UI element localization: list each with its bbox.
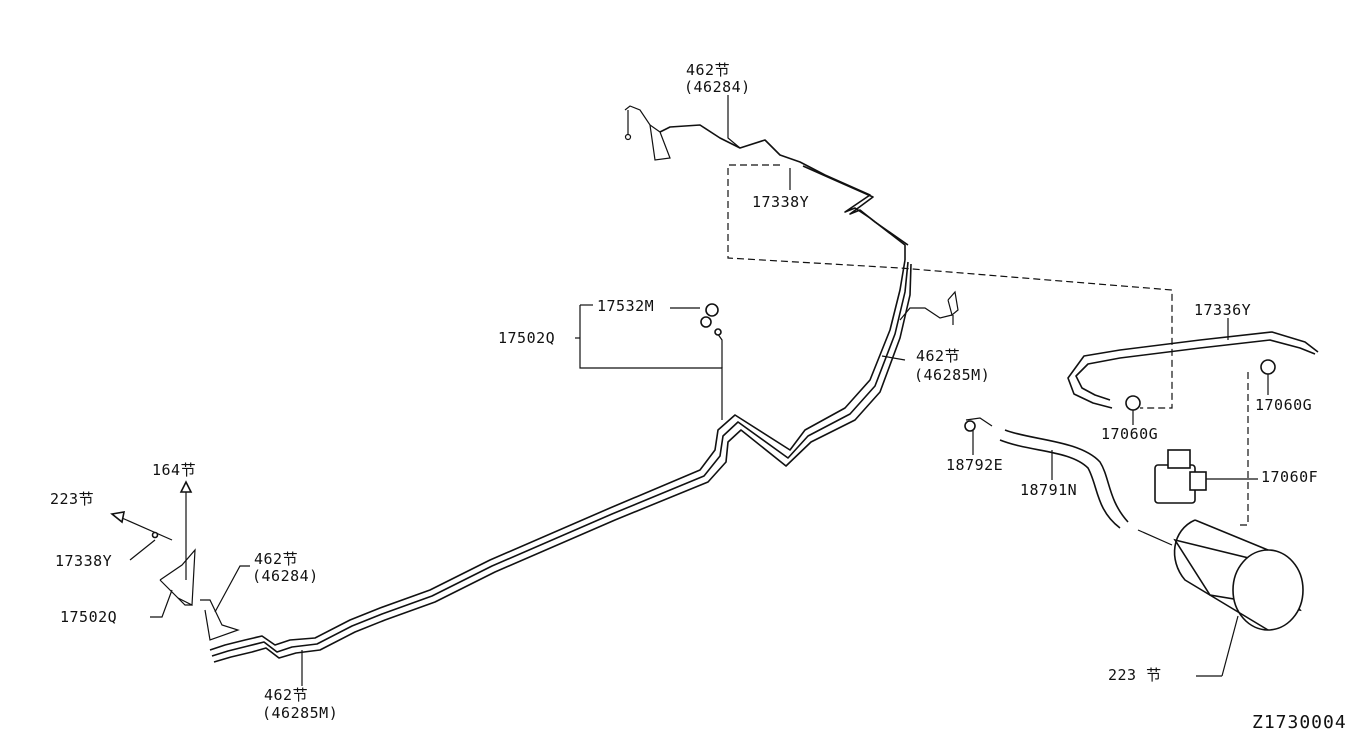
main-tube-bundle [209,124,912,663]
ref-223-bottom: 223 节 [1108,666,1162,684]
ref-223-left: 223节 [50,490,95,508]
ref-46284-left: (46284) [252,567,319,585]
part-17502q-left: 17502Q [60,608,118,626]
part-17338y-top: 17338Y [752,193,810,211]
quick-connector-17532m [700,303,722,336]
ref-462-mid: 462节 [916,347,961,365]
part-17336y: 17336Y [1194,301,1252,319]
ref-462-left: 462节 [254,550,299,568]
part-17502q-mid: 17502Q [498,329,556,347]
ref-462-top: 462节 [686,61,731,79]
canister-dashed-link [1240,372,1249,526]
part-17338y-left: 17338Y [55,552,113,570]
ref-46285m-mid: (46285M) [914,366,991,384]
ref-46285m-bottom: (46285M) [262,704,339,722]
part-17532m: 17532M [597,297,655,315]
ref-462-bottom: 462节 [264,686,309,704]
top-clip [624,105,671,161]
part-18791n: 18791N [1020,481,1078,499]
part-17060g-right: 17060G [1255,396,1313,414]
leader-lines [129,95,974,686]
left-fittings [110,480,240,641]
mid-right-clip [899,290,959,325]
part-17060f: 17060F [1261,468,1319,486]
part-17060g-left: 17060G [1101,425,1159,443]
valve-assembly [1154,449,1258,504]
diagram-code: Z1730004 [1252,712,1347,733]
dashed-frame [727,164,1173,409]
ref-46284-top: (46284) [684,78,751,96]
part-18792e: 18792E [946,456,1004,474]
vapor-tube [1067,318,1319,425]
hose [964,417,1129,529]
ref-164: 164节 [152,461,197,479]
canister [1137,519,1304,677]
